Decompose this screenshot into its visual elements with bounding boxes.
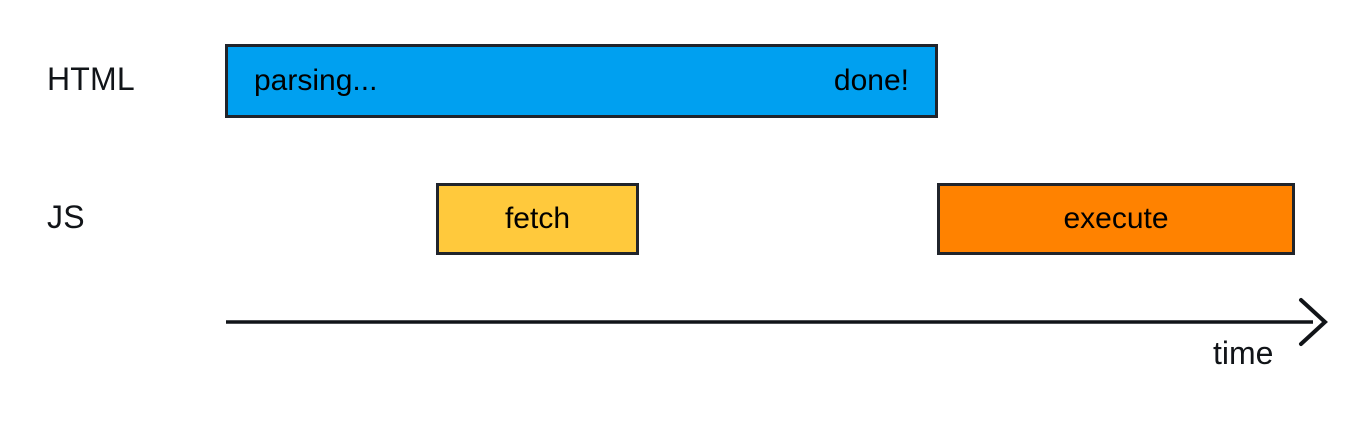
time-axis-label: time [1213, 335, 1274, 371]
html-parsing-label: parsing... [254, 64, 378, 97]
row-label-html: HTML [47, 61, 135, 97]
html-parsing-done-label: done! [833, 64, 909, 97]
js-execute-label: execute [1063, 202, 1169, 235]
row-label-js: JS [47, 199, 85, 235]
js-execute-box: execute [937, 183, 1295, 255]
time-axis-arrow-icon [226, 298, 1328, 346]
html-parsing-bar: parsing... done! [225, 44, 938, 118]
js-fetch-label: fetch [504, 202, 571, 235]
js-fetch-box: fetch [436, 183, 639, 255]
